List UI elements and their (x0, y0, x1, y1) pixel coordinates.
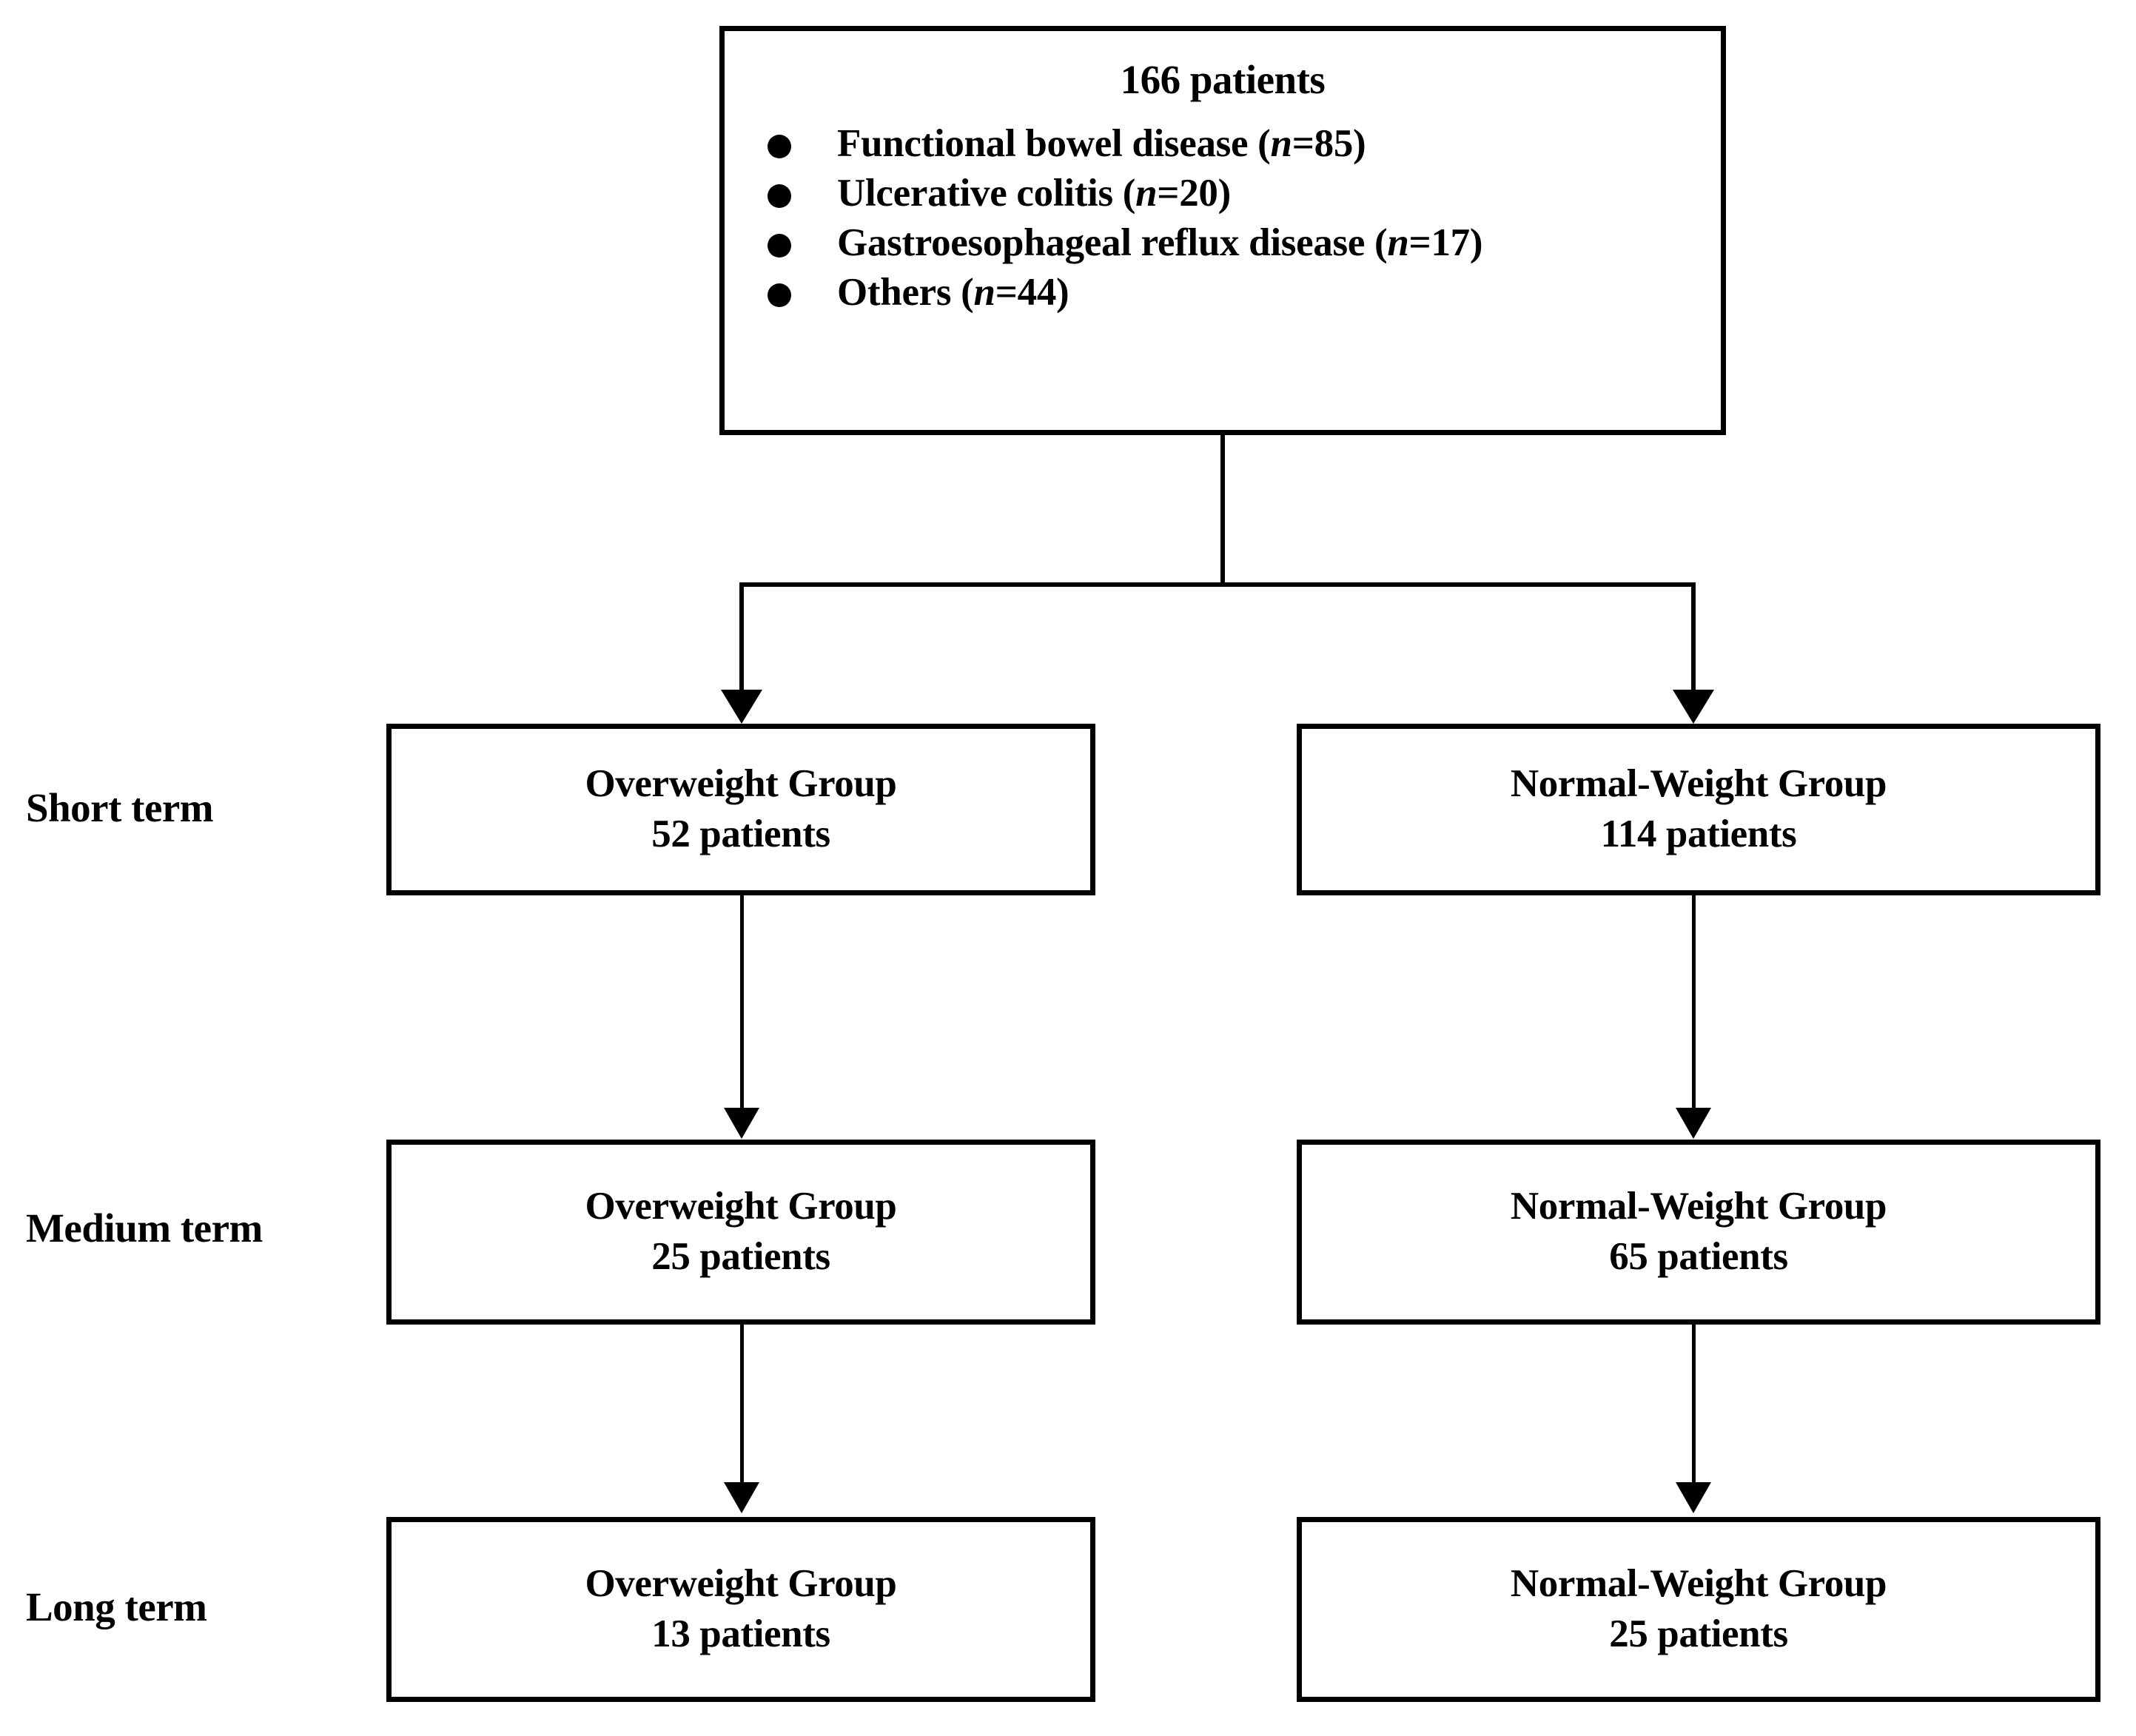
bullet-dot-icon (768, 283, 791, 307)
total-patients-title: 166 patients (1120, 57, 1326, 102)
right-connector-medium-to-long-arrowhead (1676, 1482, 1711, 1513)
right-connector-short-to-medium-line (1692, 895, 1696, 1110)
diagnosis-text: Ulcerative colitis (n=20) (837, 171, 1231, 215)
bullet-dot-icon (768, 233, 791, 258)
left-connector-short-to-medium-line (740, 895, 744, 1110)
diagnosis-label: Ulcerative colitis ( (837, 171, 1136, 215)
short-term-overweight-box: Overweight Group 52 patients (386, 724, 1095, 895)
group-count: 13 patients (651, 1612, 830, 1655)
group-count: 52 patients (651, 813, 830, 855)
diagnosis-text: Gastroesophageal reflux disease (n=17) (837, 221, 1483, 264)
left-connector-short-to-medium-arrowhead (724, 1108, 759, 1139)
group-count: 25 patients (1609, 1612, 1788, 1655)
group-name: Normal-Weight Group (1510, 762, 1887, 806)
stage-label-long-term: Long term (26, 1584, 207, 1629)
diagnosis-label: Functional bowel disease ( (837, 121, 1271, 165)
list-item: Ulcerative colitis (n=20) (725, 169, 1721, 218)
right-connector-medium-to-long-line (1692, 1325, 1696, 1484)
diagnosis-text: Others (n=44) (837, 270, 1069, 314)
right-connector-short-to-medium-arrowhead (1676, 1108, 1711, 1139)
diagnosis-count: =85) (1292, 121, 1366, 165)
n-symbol: n (1387, 221, 1409, 264)
list-item: Functional bowel disease (n=85) (725, 119, 1721, 169)
short-term-normal-weight-box: Normal-Weight Group 114 patients (1297, 724, 2100, 895)
long-term-normal-weight-box: Normal-Weight Group 25 patients (1297, 1517, 2100, 1702)
group-name: Overweight Group (585, 762, 897, 806)
left-connector-medium-to-long-line (740, 1325, 744, 1484)
split-stem-line (1220, 435, 1225, 587)
bullet-dot-icon (768, 184, 791, 208)
split-branch-left-line (739, 582, 744, 692)
bullet-dot-icon (768, 134, 791, 158)
stage-label-short-term: Short term (26, 785, 214, 830)
list-item: Others (n=44) (725, 268, 1721, 317)
top-cohort-box: 166 patients Functional bowel disease (n… (719, 26, 1726, 435)
n-symbol: n (1135, 171, 1158, 215)
diagnosis-label: Gastroesophageal reflux disease ( (837, 221, 1388, 264)
diagnosis-count: =44) (995, 270, 1069, 314)
medium-term-normal-weight-box: Normal-Weight Group 65 patients (1297, 1140, 2100, 1325)
medium-term-overweight-box: Overweight Group 25 patients (386, 1140, 1095, 1325)
group-name: Overweight Group (585, 1562, 897, 1606)
group-count: 25 patients (651, 1235, 830, 1278)
diagnosis-text: Functional bowel disease (n=85) (837, 124, 1366, 164)
n-symbol: n (1270, 121, 1292, 165)
group-count: 114 patients (1600, 813, 1797, 855)
split-horizontal-bar (739, 582, 1696, 587)
split-branch-right-line (1691, 582, 1696, 692)
group-count: 65 patients (1609, 1235, 1788, 1278)
diagnosis-label: Others ( (837, 270, 974, 314)
group-name: Normal-Weight Group (1510, 1562, 1887, 1606)
diagnosis-count: =20) (1157, 171, 1231, 215)
split-branch-right-arrowhead (1673, 690, 1714, 724)
diagnosis-count: =17) (1408, 221, 1483, 264)
long-term-overweight-box: Overweight Group 13 patients (386, 1517, 1095, 1702)
left-connector-medium-to-long-arrowhead (724, 1482, 759, 1513)
stage-label-medium-term: Medium term (26, 1205, 263, 1251)
list-item: Gastroesophageal reflux disease (n=17) (725, 218, 1721, 268)
diagnosis-list: Functional bowel disease (n=85) Ulcerati… (725, 119, 1721, 317)
group-name: Overweight Group (585, 1185, 897, 1228)
split-branch-left-arrowhead (721, 690, 762, 724)
group-name: Normal-Weight Group (1510, 1185, 1887, 1228)
n-symbol: n (973, 270, 995, 314)
